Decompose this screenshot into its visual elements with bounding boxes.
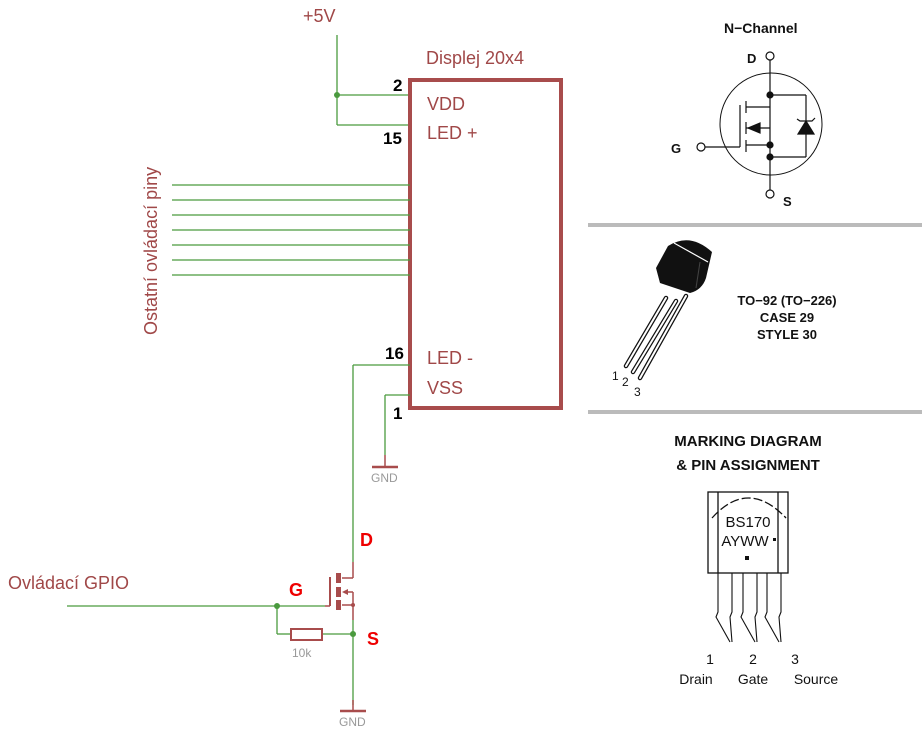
mosfet-source-label: S <box>367 629 379 649</box>
marking-code: AYWW <box>721 533 769 550</box>
package-line2: CASE 29 <box>760 310 814 325</box>
junction-dot <box>334 92 340 98</box>
to92-package-drawing <box>623 240 712 381</box>
resistor-10k[interactable] <box>290 628 323 641</box>
nchannel-source-label: S <box>783 194 792 209</box>
pin-name-led-minus: LED - <box>427 348 473 368</box>
nchannel-gate-label: G <box>671 141 681 156</box>
package-line1: TO−92 (TO−226) <box>737 293 836 308</box>
pin-number-led-minus: 16 <box>385 344 404 363</box>
source-ground <box>340 700 366 713</box>
nchannel-symbol <box>696 51 823 199</box>
marking-pin-1-number: 1 <box>706 651 714 667</box>
package-line3: STYLE 30 <box>757 327 817 342</box>
supply-wires <box>334 35 410 126</box>
mosfet-symbol[interactable] <box>325 562 355 620</box>
pin-name-vdd: VDD <box>427 94 465 114</box>
control-pins-label: Ostatní ovládací piny <box>141 167 161 335</box>
display-body[interactable] <box>408 78 563 410</box>
gnd-label-top: GND <box>371 471 398 485</box>
gpio-wire <box>67 603 356 705</box>
marking-pin-1-name: Drain <box>679 671 712 687</box>
pin-number-vdd: 2 <box>393 76 402 95</box>
resistor-label: 10k <box>292 646 312 660</box>
nchannel-title: N−Channel <box>724 20 798 36</box>
marking-pin-2-number: 2 <box>749 651 757 667</box>
control-lines <box>172 184 410 276</box>
to92-pin-2: 2 <box>622 375 629 389</box>
vss-ground-wire <box>372 394 410 469</box>
pin-number-vss: 1 <box>393 404 402 423</box>
marking-pin-3-number: 3 <box>791 651 799 667</box>
marking-title-line2: & PIN ASSIGNMENT <box>676 457 820 474</box>
marking-package-drawing <box>707 491 789 643</box>
to92-pin-3: 3 <box>634 385 641 399</box>
nchannel-drain-label: D <box>747 51 756 66</box>
marking-title-line1: MARKING DIAGRAM <box>674 433 822 450</box>
mosfet-gate-label: G <box>289 580 303 600</box>
to92-pin-1: 1 <box>612 369 619 383</box>
gnd-label-bottom: GND <box>339 715 366 729</box>
mosfet-drain-label: D <box>360 530 373 550</box>
marking-part: BS170 <box>725 514 770 531</box>
divider <box>588 223 922 227</box>
marking-pin-3-name: Source <box>794 671 839 687</box>
display-title: Displej 20x4 <box>426 48 524 68</box>
pin-name-vss: VSS <box>427 378 463 398</box>
gpio-label: Ovládací GPIO <box>8 573 129 593</box>
pin-number-led-plus: 15 <box>383 129 402 148</box>
led-minus-wire <box>352 364 410 562</box>
supply-label: +5V <box>303 6 336 26</box>
marking-pin-2-name: Gate <box>738 671 769 687</box>
pin-name-led-plus: LED + <box>427 123 478 143</box>
divider <box>588 410 922 414</box>
